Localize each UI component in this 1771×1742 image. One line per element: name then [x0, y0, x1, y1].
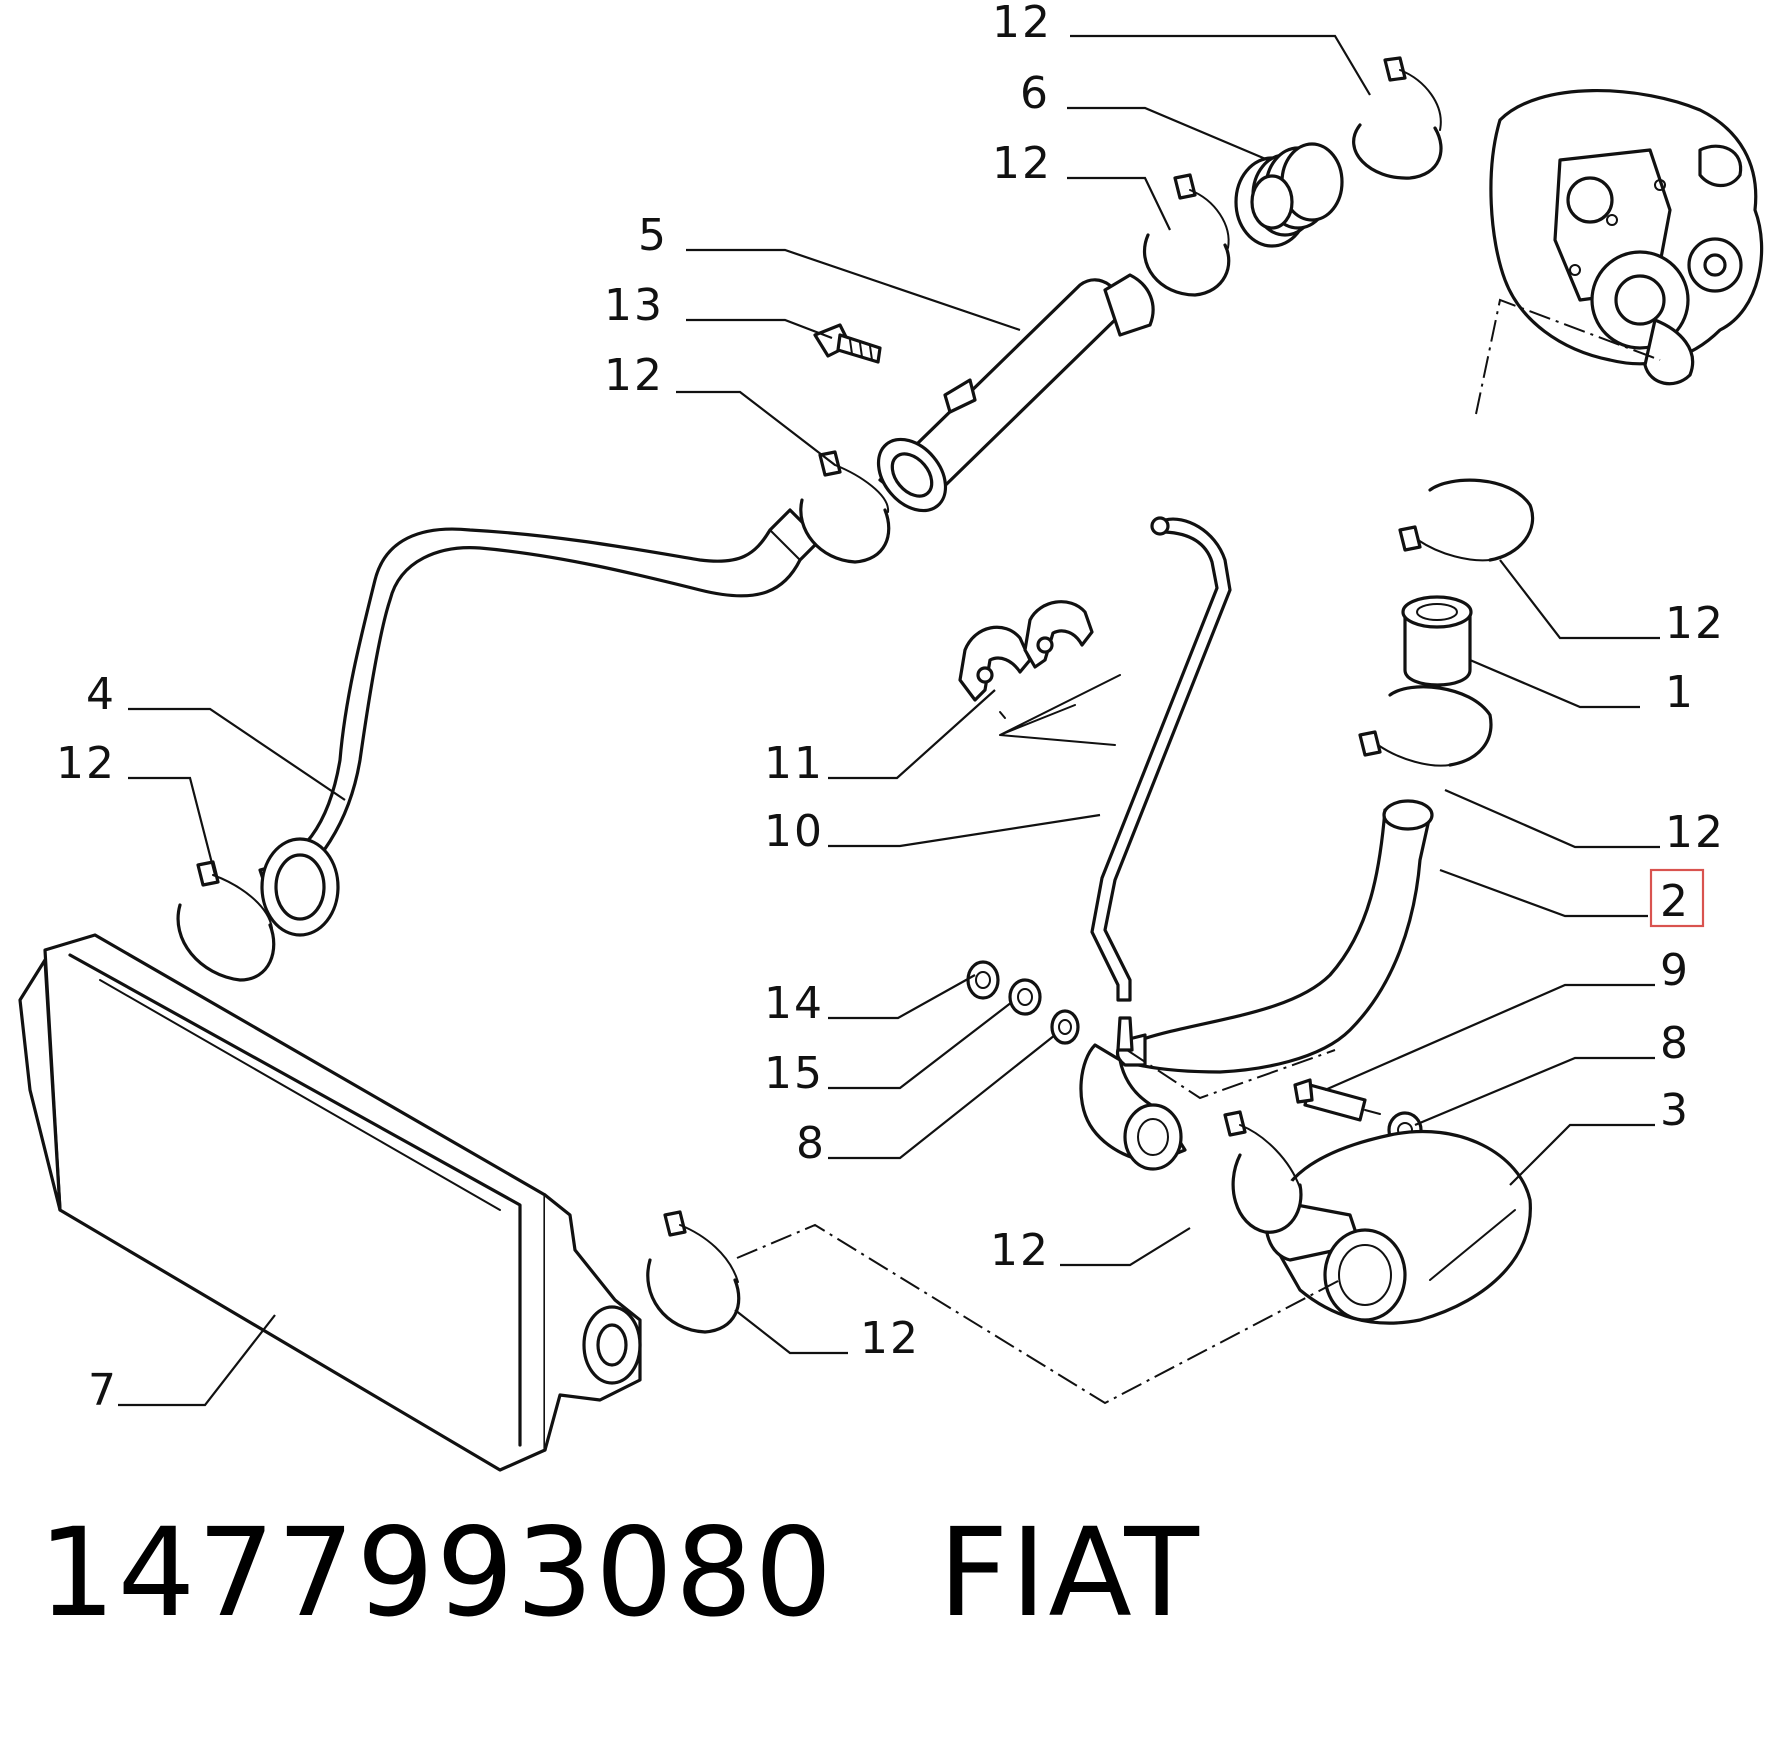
callout-8-right: 8 — [1660, 1018, 1690, 1069]
part-number: 1477993080 — [38, 1502, 835, 1644]
callout-4: 4 — [86, 669, 116, 720]
callout-12-right-mid: 12 — [1665, 807, 1725, 858]
callout-12-right-upper: 12 — [1665, 598, 1725, 649]
callout-10: 10 — [764, 806, 824, 857]
callout-12-upper: 12 — [992, 138, 1052, 189]
callout-1: 1 — [1665, 667, 1695, 718]
callout-14: 14 — [764, 978, 824, 1029]
pipe-5-drawing — [876, 273, 1155, 513]
hose-4-drawing — [258, 508, 822, 937]
callout-7: 7 — [88, 1365, 118, 1416]
turbocharger-drawing — [1489, 89, 1764, 386]
pipe-10-drawing — [1090, 516, 1232, 1002]
callout-12-bottom-left: 12 — [860, 1313, 920, 1364]
callout-12-left: 12 — [56, 738, 116, 789]
highlight-box — [1649, 868, 1705, 928]
callout-11: 11 — [764, 738, 824, 789]
union-fitting-drawing — [1079, 1016, 1187, 1171]
callout-9: 9 — [1660, 945, 1690, 996]
callout-labels: 12 6 12 5 13 12 12 1 4 12 11 12 10 2 9 1… — [56, 0, 1725, 1416]
callout-8-left: 8 — [796, 1118, 826, 1169]
hose-2-drawing — [1115, 799, 1434, 1074]
callout-3: 3 — [1660, 1085, 1690, 1136]
bracket-11-drawing — [958, 600, 1094, 719]
hose-3-drawing — [1264, 1129, 1532, 1325]
callout-6: 6 — [1020, 68, 1050, 119]
small-fittings-drawing — [966, 960, 1080, 1045]
callout-5: 5 — [638, 210, 668, 261]
callout-15: 15 — [764, 1048, 824, 1099]
callout-12-bottom-mid: 12 — [990, 1225, 1050, 1276]
hose-clamps-drawing — [176, 56, 1535, 1334]
brand-name: FIAT — [938, 1502, 1201, 1644]
intercooler-drawing — [18, 933, 642, 1472]
leader-lines — [118, 34, 1660, 1407]
callout-12-top: 12 — [992, 0, 1052, 48]
callout-12-pipe5: 12 — [604, 350, 664, 401]
hose-6-drawing — [1234, 142, 1344, 248]
callout-2: 2 — [1660, 876, 1690, 927]
callout-13: 13 — [604, 280, 664, 331]
part-number-footer: 1477993080 FIAT — [38, 1502, 1201, 1644]
connection-lines — [736, 298, 1661, 1405]
sleeve-1-drawing — [1401, 595, 1473, 687]
bolt-13-drawing — [813, 323, 882, 364]
